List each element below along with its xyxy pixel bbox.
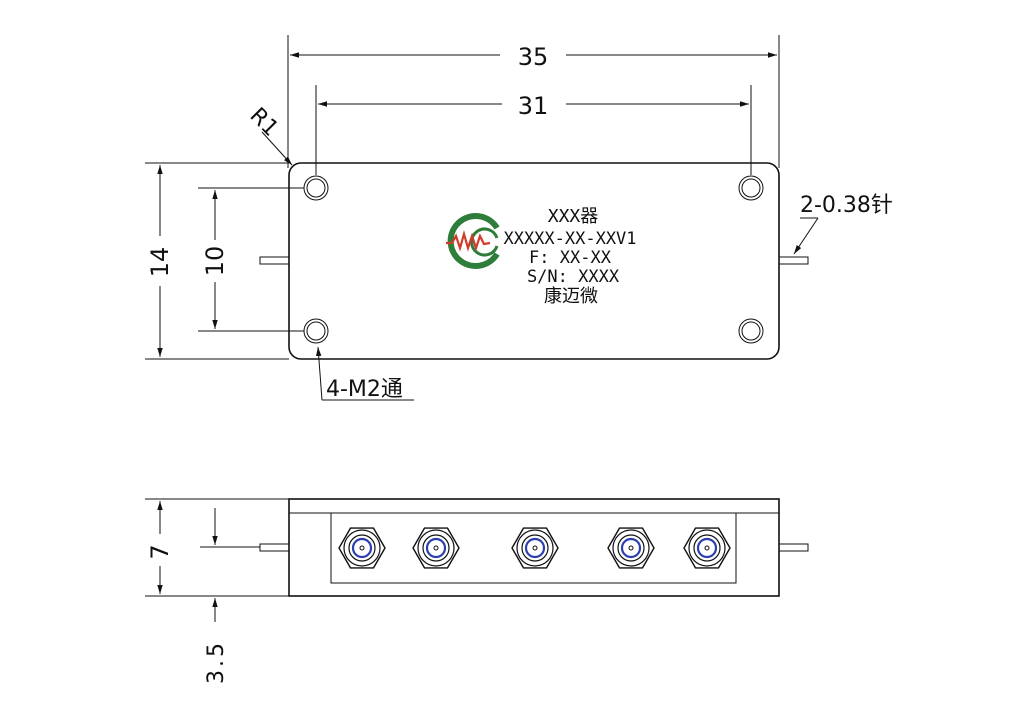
pin-left — [259, 256, 290, 265]
pin-right — [778, 256, 809, 265]
radius-leader — [261, 131, 293, 166]
mounting-hole-top-left — [303, 175, 329, 201]
connector-row — [338, 527, 731, 569]
sma-connector — [683, 527, 731, 569]
side-view: 7 3.5 — [145, 498, 809, 684]
side-pin-right — [778, 543, 809, 552]
nameplate-line-4: S/N: XXXX — [527, 267, 620, 287]
dim-hole-spacing-y: 10 — [201, 246, 229, 277]
dim-overall-width: 35 — [518, 43, 549, 71]
sma-connector — [511, 527, 559, 569]
nameplate: XXX器 XXXXX-XX-XXV1 F: XX-XX S/N: XXXX 康迈… — [503, 206, 636, 307]
mounting-hole-bottom-left — [303, 318, 329, 344]
mw-logo-icon — [446, 213, 500, 269]
sma-connector — [338, 527, 386, 569]
pin-callout-leader — [793, 217, 819, 255]
dim-overall-height: 14 — [146, 247, 174, 278]
hole-callout: 4-M2通 — [326, 377, 403, 402]
sma-connector — [412, 527, 460, 569]
mounting-hole-top-right — [738, 175, 764, 201]
top-view: 35 31 R1 2-0.38针 — [145, 35, 893, 402]
pin-callout: 2-0.38针 — [800, 193, 893, 218]
nameplate-line-3: F: XX-XX — [529, 248, 612, 268]
hole-callout-leader — [315, 346, 323, 401]
dim-hole-spacing-x: 31 — [518, 92, 549, 120]
corner-radius-label: R1 — [245, 103, 283, 141]
nameplate-line-2: XXXXX-XX-XXV1 — [503, 229, 636, 249]
side-cavity-outline — [330, 512, 737, 584]
dim-side-height: 7 — [146, 544, 174, 559]
mounting-hole-bottom-right — [738, 318, 764, 344]
dim-pin-offset: 3.5 — [204, 640, 229, 684]
sma-connector — [607, 527, 655, 569]
side-pin-left — [259, 543, 290, 552]
nameplate-line-1: XXX器 — [548, 206, 599, 227]
nameplate-line-5: 康迈微 — [544, 286, 598, 307]
